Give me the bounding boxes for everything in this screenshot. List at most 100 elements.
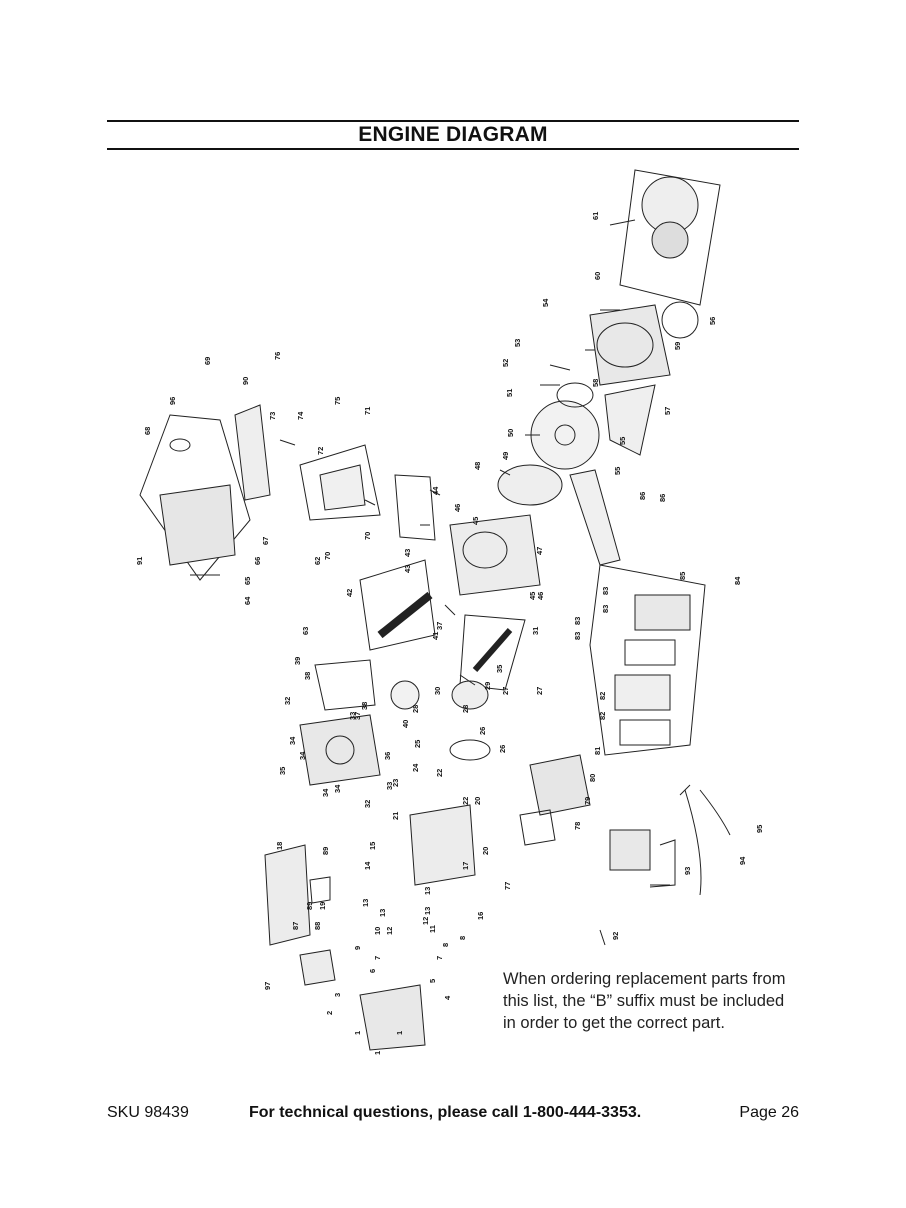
part-number-3: 3 [333, 993, 342, 997]
part-number-69: 69 [203, 357, 212, 365]
part-number-27: 27 [535, 687, 544, 695]
wire-94 [684, 789, 702, 896]
part-number-87: 87 [291, 922, 300, 930]
part-number-73: 73 [268, 412, 277, 420]
part-number-17: 17 [461, 862, 470, 870]
title-block: ENGINE DIAGRAM [107, 120, 799, 150]
exhaust-gasket [309, 876, 331, 904]
part-number-72: 72 [316, 447, 325, 455]
wire-95 [699, 789, 731, 836]
bracket [569, 469, 621, 566]
part-number-38: 38 [303, 672, 312, 680]
valve-cover [359, 984, 426, 1051]
throttle-outline [299, 444, 381, 521]
part-number-60: 60 [593, 272, 602, 280]
part-number-23: 23 [391, 779, 400, 787]
part-number-35: 35 [495, 665, 504, 673]
part-number-80: 80 [588, 774, 597, 782]
part-number-22: 22 [435, 769, 444, 777]
part-number-9: 9 [353, 946, 362, 950]
part-number-28: 28 [411, 705, 420, 713]
connecting-rod [472, 628, 513, 672]
part-number-57: 57 [663, 407, 672, 415]
part-number-55: 55 [613, 467, 622, 475]
page-title: ENGINE DIAGRAM [358, 123, 548, 146]
part-number-28: 28 [461, 705, 470, 713]
part-number-61: 61 [591, 212, 600, 220]
part-number-22: 22 [461, 797, 470, 805]
technical-contact: For technical questions, please call 1-8… [249, 1104, 642, 1121]
part-number-20: 20 [481, 847, 490, 855]
part-number-34: 34 [288, 736, 297, 745]
part-number-79: 79 [583, 797, 592, 805]
part-number-96: 96 [168, 397, 177, 405]
part-number-7: 7 [435, 956, 444, 960]
part-number-26: 26 [498, 745, 507, 753]
crankshaft [377, 591, 433, 639]
governor-gear [390, 680, 420, 710]
gasket-56 [661, 301, 699, 339]
part-number-77: 77 [503, 882, 512, 890]
part-number-51: 51 [505, 389, 514, 397]
part-number-71: 71 [363, 407, 372, 415]
air-filter-outline [589, 564, 706, 756]
part-number-88: 88 [313, 922, 322, 930]
part-number-7: 7 [373, 956, 382, 960]
part-number-25: 25 [413, 740, 422, 748]
part-number-50: 50 [506, 429, 515, 437]
part-number-62: 62 [313, 557, 322, 565]
part-number-29: 29 [483, 682, 492, 690]
part-number-46: 46 [453, 504, 462, 512]
carburetor [529, 754, 591, 816]
part-number-83: 83 [601, 587, 610, 595]
part-number-74: 74 [296, 411, 305, 420]
part-number-34: 34 [321, 788, 330, 797]
part-number-91: 91 [135, 557, 144, 565]
part-number-48: 48 [473, 462, 482, 470]
flywheel [530, 400, 600, 470]
part-number-66: 66 [253, 557, 262, 565]
crankcase-gasket [314, 659, 376, 711]
part-number-45: 45 [471, 517, 480, 525]
part-number-20: 20 [473, 797, 482, 805]
part-number-92: 92 [611, 932, 620, 940]
part-number-32: 32 [363, 800, 372, 808]
cylinder-head [409, 804, 476, 886]
part-number-78: 78 [573, 822, 582, 830]
part-number-32: 32 [283, 697, 292, 705]
blower-opening [596, 322, 654, 368]
part-number-39: 39 [293, 657, 302, 665]
governor-outline [394, 474, 436, 541]
part-number-84: 84 [733, 576, 742, 585]
bracket-93 [649, 839, 676, 888]
part-number-2: 2 [325, 1011, 334, 1015]
part-number-70: 70 [323, 552, 332, 560]
part-number-1: 1 [373, 1051, 382, 1055]
part-number-33: 33 [385, 782, 394, 790]
air-filter-base [614, 674, 671, 711]
part-number-13: 13 [378, 909, 387, 917]
part-number-46: 46 [536, 592, 545, 600]
part-number-83: 83 [573, 632, 582, 640]
part-number-26: 26 [478, 727, 487, 735]
part-number-16: 16 [476, 912, 485, 920]
part-number-81: 81 [593, 747, 602, 755]
part-number-43: 43 [403, 549, 412, 557]
part-number-95: 95 [755, 825, 764, 833]
part-number-40: 40 [401, 720, 410, 728]
starter-pulley [651, 221, 689, 259]
part-number-97: 97 [263, 982, 272, 990]
part-number-34: 34 [298, 751, 307, 760]
part-number-90: 90 [241, 377, 250, 385]
air-filter-element [624, 639, 676, 666]
connector [299, 949, 336, 986]
title-bottom-rule [107, 148, 799, 150]
part-number-13: 13 [361, 899, 370, 907]
part-number-86: 86 [638, 492, 647, 500]
ignition-coil [497, 464, 563, 506]
crankcase-cover [299, 714, 381, 786]
part-number-68: 68 [143, 427, 152, 435]
part-number-4: 4 [443, 995, 452, 1000]
part-number-94: 94 [738, 856, 747, 865]
